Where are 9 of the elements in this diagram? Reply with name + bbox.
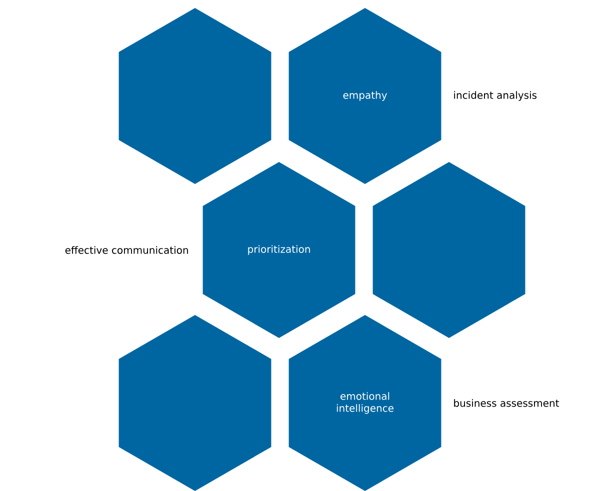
hexagon-label-tile: prioritization [202,162,356,338]
side-label: effective communication [65,246,188,254]
hexagon [372,162,526,338]
side-label: incident analysis [454,91,537,101]
hexagon-label-tile: emotional intelligence [288,315,442,491]
side-label: business assessment [454,399,559,407]
hexagon [118,8,272,184]
hexagon [118,315,272,491]
hexagon-label-tile: empathy [288,8,442,184]
